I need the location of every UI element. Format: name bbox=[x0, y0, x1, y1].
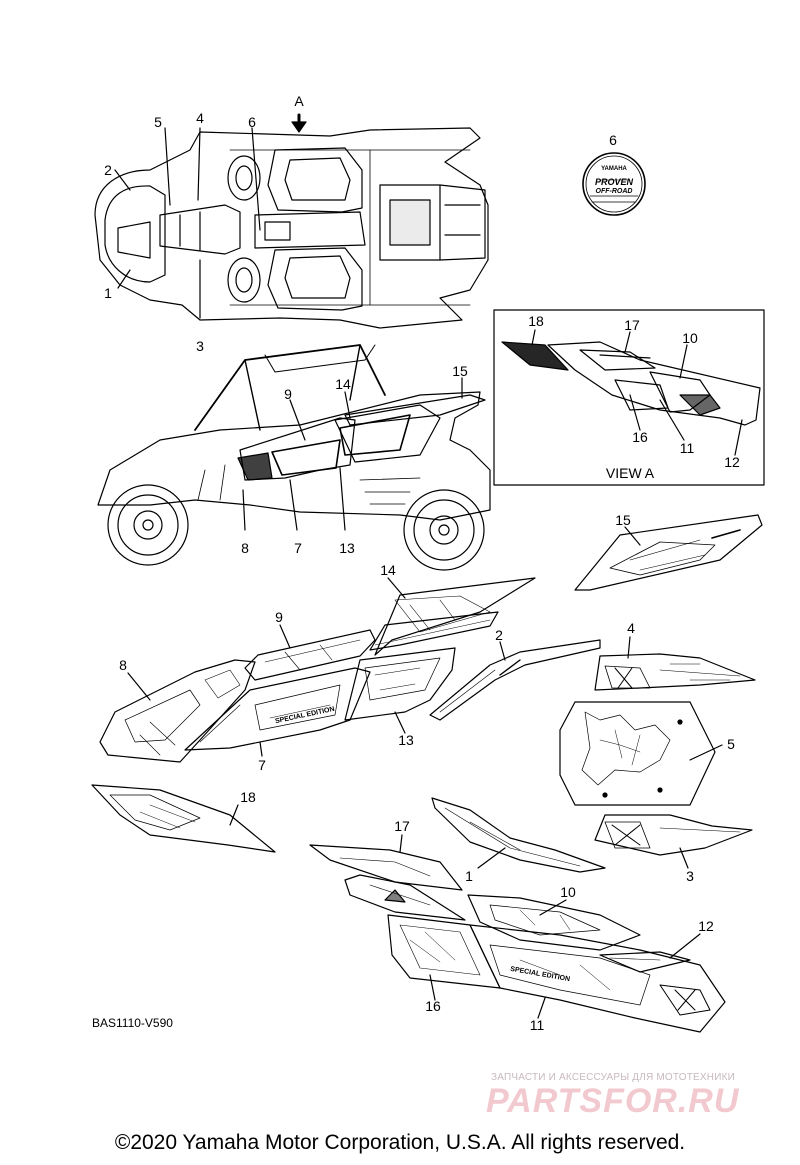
decal-10-shape bbox=[467, 894, 641, 951]
view-a-box bbox=[493, 309, 765, 486]
callout-part-8: 8 bbox=[119, 657, 127, 673]
emblem-text-brand: YAMAHA bbox=[601, 166, 627, 172]
decal-3-shape bbox=[594, 814, 753, 856]
decal-4-shape bbox=[594, 653, 756, 691]
emblem-text-line2: PROVEN bbox=[594, 177, 634, 187]
decal-9-shape bbox=[244, 629, 376, 681]
callout-part-2: 2 bbox=[495, 627, 503, 643]
decal-12-shape bbox=[599, 951, 691, 973]
callout-part-18: 18 bbox=[240, 789, 256, 805]
vehicle-side-view bbox=[97, 344, 491, 571]
callout-part-12: 12 bbox=[698, 918, 714, 934]
view-a-marker: A bbox=[294, 93, 304, 109]
decal-parts bbox=[91, 514, 763, 1033]
decal-1-shape bbox=[431, 797, 606, 873]
callout-part-9: 9 bbox=[275, 609, 283, 625]
callout-side-14: 14 bbox=[335, 376, 351, 392]
callout-part-1: 1 bbox=[465, 868, 473, 884]
callout-side-9: 9 bbox=[284, 386, 292, 402]
callout-side-13: 13 bbox=[339, 540, 355, 556]
callout-top-3: 3 bbox=[196, 338, 204, 354]
decal-2-shape bbox=[429, 639, 601, 721]
callout-part-14: 14 bbox=[380, 562, 396, 578]
callout-top-1: 1 bbox=[104, 285, 112, 301]
callout-part-10: 10 bbox=[560, 884, 576, 900]
callout-emblem-6: 6 bbox=[609, 132, 617, 148]
copyright-notice: ©2020 Yamaha Motor Corporation, U.S.A. A… bbox=[114, 1131, 686, 1154]
callout-view-a-17: 17 bbox=[624, 317, 640, 333]
callout-part-15: 15 bbox=[615, 512, 631, 528]
callout-side-7: 7 bbox=[294, 540, 302, 556]
callout-view-a-18: 18 bbox=[528, 313, 544, 329]
callout-part-11: 11 bbox=[529, 1017, 545, 1033]
callout-top-4: 4 bbox=[196, 110, 204, 126]
decal-14-shape bbox=[369, 577, 536, 656]
callout-part-3: 3 bbox=[686, 868, 694, 884]
callout-part-16: 16 bbox=[425, 998, 441, 1014]
decal-8-shape bbox=[99, 659, 256, 763]
emblem-decal bbox=[582, 152, 646, 216]
callout-view-a-10: 10 bbox=[682, 330, 698, 346]
callout-view-a-16: 16 bbox=[632, 429, 648, 445]
decal-11-shape bbox=[469, 924, 726, 1033]
callout-part-13: 13 bbox=[398, 732, 414, 748]
callout-part-17: 17 bbox=[394, 818, 410, 834]
callout-side-15: 15 bbox=[452, 363, 468, 379]
callout-part-4: 4 bbox=[627, 620, 635, 636]
callout-view-a-11: 11 bbox=[679, 440, 695, 456]
decal-15-shape bbox=[574, 514, 763, 591]
emblem-text-line3: OFF-ROAD bbox=[595, 188, 633, 195]
decal-17-shape bbox=[309, 844, 466, 921]
vehicle-top-view bbox=[94, 113, 489, 329]
watermark-tagline: ЗАПЧАСТИ И АКСЕССУАРЫ ДЛЯ МОТОТЕХНИКИ bbox=[491, 1072, 736, 1083]
decal-5-shape bbox=[559, 701, 716, 806]
callout-top-6: 6 bbox=[248, 114, 256, 130]
decal-16-shape bbox=[387, 914, 501, 989]
callout-side-8: 8 bbox=[241, 540, 249, 556]
callout-top-2: 2 bbox=[104, 162, 112, 178]
diagram-code: BAS1110-V590 bbox=[92, 1016, 173, 1030]
callout-view-a-12: 12 bbox=[724, 454, 740, 470]
callout-part-5: 5 bbox=[727, 736, 735, 752]
callout-top-5: 5 bbox=[154, 114, 162, 130]
view-a-title: VIEW A bbox=[605, 465, 655, 481]
callout-part-7: 7 bbox=[258, 757, 266, 773]
decal-18-shape bbox=[91, 784, 276, 853]
decal-7-shape bbox=[184, 667, 371, 751]
decal-13-shape bbox=[344, 647, 456, 721]
watermark-logo: PARTSFOR.RU bbox=[486, 1082, 740, 1120]
